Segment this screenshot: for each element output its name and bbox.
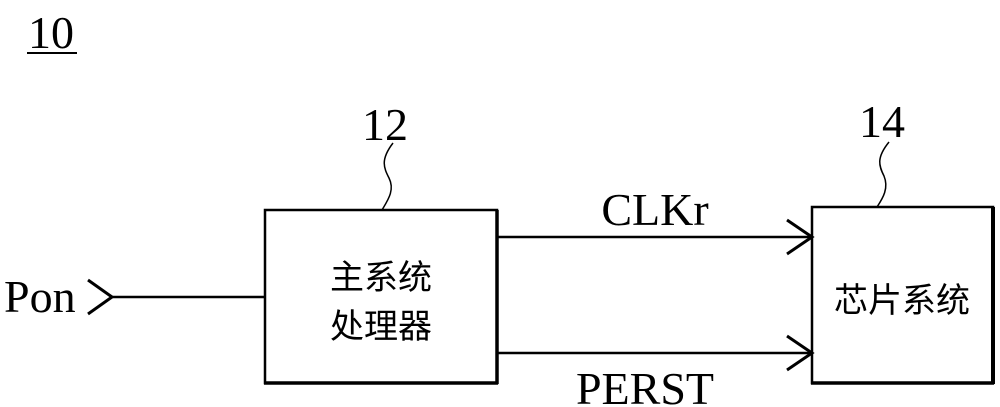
block-12-border [263, 208, 499, 385]
pon-input-chevron-icon [87, 278, 115, 316]
block-main-system-processor: 主系统 处理器 [263, 208, 499, 385]
block-12-label-line-2: 处理器 [330, 307, 432, 347]
block-12-leader-line [381, 142, 394, 211]
block-14-reference-number: 14 [859, 96, 905, 147]
perst-signal-label: PERST [576, 363, 714, 407]
clkr-signal-label: CLKr [601, 184, 708, 235]
block-14-label-line-1: 芯片系统 [834, 281, 970, 321]
figure-number: 10 [28, 7, 74, 58]
clkr-arrow-head-icon [786, 218, 815, 256]
block-12-reference-number: 12 [362, 99, 408, 150]
block-12-label-line-1: 主系统 [330, 258, 432, 298]
block-14-leader-line [876, 141, 890, 208]
perst-arrow-head-icon [786, 334, 815, 372]
block-chip-system: 芯片系统 [810, 205, 995, 385]
pon-label: Pon [4, 271, 76, 322]
